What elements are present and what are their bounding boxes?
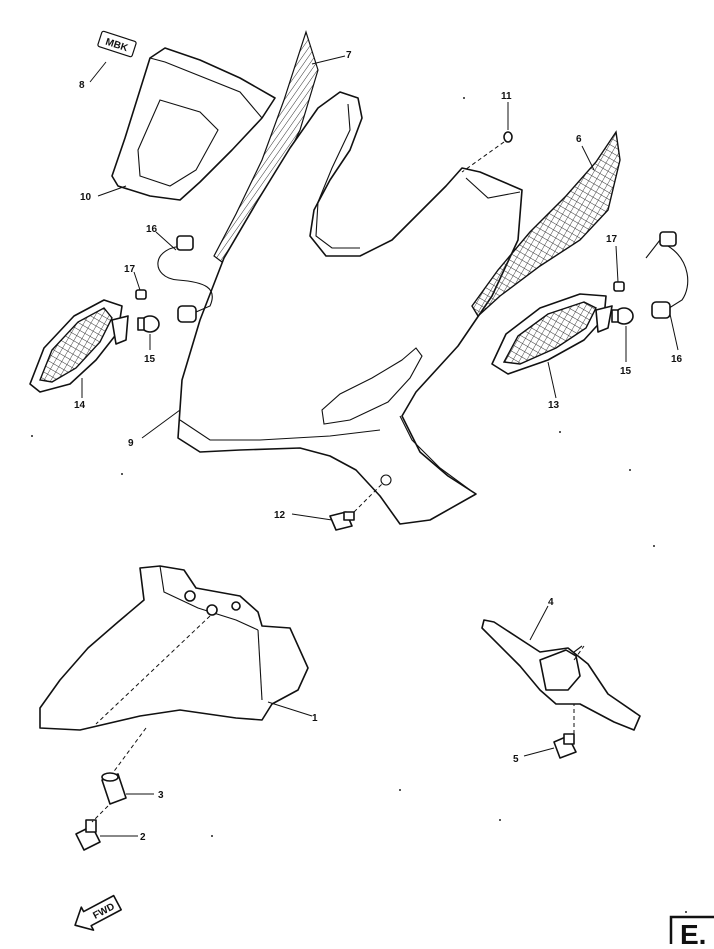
scan-specks — [31, 97, 687, 913]
inner-mesh-panel — [471, 130, 621, 318]
callout-12: 12 — [274, 510, 286, 521]
page-stamp: E. — [669, 915, 714, 949]
headlight-cover — [111, 47, 276, 201]
leader-lines — [81, 55, 679, 837]
callout-13: 13 — [548, 400, 560, 411]
callout-4: 4 — [548, 597, 554, 608]
front-cover — [177, 91, 523, 525]
callout-9: 9 — [128, 438, 134, 449]
callout-11: 11 — [501, 91, 512, 102]
callout-15-left: 15 — [144, 354, 156, 365]
front-fender — [39, 565, 309, 731]
bulb-socket-left — [157, 235, 213, 323]
bulb-socket-right — [645, 231, 689, 319]
fender-bracket — [481, 619, 641, 731]
bulb-right — [611, 307, 634, 325]
page-stamp-text: E. — [680, 919, 706, 944]
callout-16-left: 16 — [146, 224, 158, 235]
bracket-bolt — [553, 704, 577, 759]
callout-16-right: 16 — [671, 354, 683, 365]
screw-left — [135, 289, 147, 300]
callout-10: 10 — [80, 192, 92, 203]
callout-5: 5 — [513, 754, 519, 765]
callout-14: 14 — [74, 400, 86, 411]
right-turn-signal — [491, 293, 613, 375]
callout-2: 2 — [140, 832, 146, 843]
callout-17-right: 17 — [606, 234, 618, 245]
callout-15-right: 15 — [620, 366, 632, 377]
label-tag: MBK — [97, 30, 137, 58]
grommet — [461, 131, 513, 173]
callout-7: 7 — [346, 50, 352, 61]
callout-8: 8 — [79, 80, 85, 91]
flange-bolt — [75, 805, 109, 851]
left-turn-signal — [29, 299, 129, 393]
collar — [101, 727, 147, 805]
callout-3: 3 — [158, 790, 164, 801]
callout-17-left: 17 — [124, 264, 136, 275]
screw-right — [613, 281, 625, 292]
bulb-left — [137, 315, 160, 333]
callout-6: 6 — [576, 134, 582, 145]
callout-1: 1 — [312, 713, 318, 724]
mounting-screw — [329, 483, 383, 531]
forward-direction-arrow: FWD — [74, 894, 122, 931]
callout-numbers: 7 6 11 8 10 16 17 15 14 9 17 15 16 13 12… — [74, 50, 683, 843]
